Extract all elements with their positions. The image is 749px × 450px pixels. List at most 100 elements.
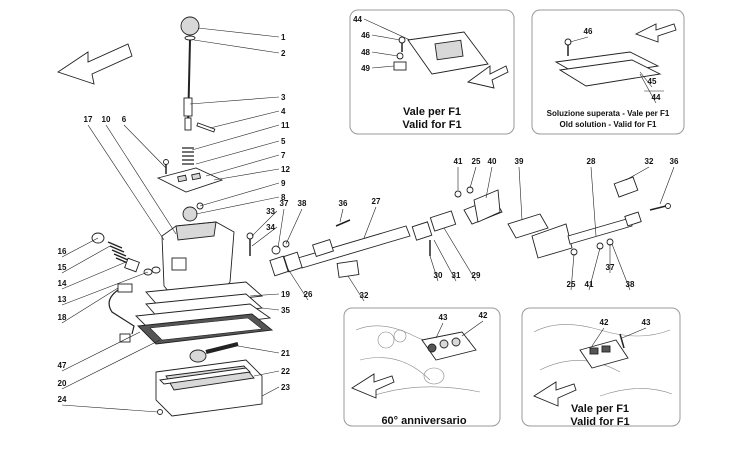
leader-line	[339, 208, 344, 223]
direction-arrow-icon	[56, 43, 133, 85]
inset-part-callout: 44	[652, 93, 661, 102]
part-callout: 15	[58, 263, 67, 272]
inset-old-solution: Soluzione superata - Vale per F1 Old sol…	[531, 9, 685, 135]
part-callout: 36	[670, 157, 679, 166]
inset-part-callout: 46	[361, 31, 370, 40]
leader-line	[61, 404, 159, 413]
part-callout: 26	[304, 290, 313, 299]
leader-line	[251, 210, 278, 237]
leader-line	[639, 73, 657, 104]
leader-line	[253, 370, 280, 377]
inset-part-callout: 49	[361, 64, 370, 73]
leader-line	[371, 34, 401, 41]
part-callout: 4	[281, 107, 286, 116]
part-callout: 12	[281, 165, 290, 174]
part-callout: 33	[266, 207, 275, 216]
leader-line	[469, 166, 477, 189]
leader-line	[435, 322, 444, 339]
inset-caption-line1: 60° anniversario	[381, 415, 466, 427]
part-callout: 37	[280, 199, 289, 208]
leader-line	[61, 331, 141, 372]
part-callout: 7	[281, 151, 286, 160]
part-callout: 5	[281, 137, 286, 146]
leader-line	[591, 327, 605, 347]
part-callout: 8	[281, 193, 286, 202]
part-callout: 30	[434, 271, 443, 280]
part-callout: 3	[281, 93, 286, 102]
inset-f1-console: Vale per F1 Valid for F1	[521, 307, 681, 428]
leader-line	[363, 18, 411, 41]
leader-line	[251, 226, 278, 247]
part-callout: 32	[360, 291, 369, 300]
gear-lever-assembly	[91, 16, 274, 417]
leader-line	[347, 275, 365, 302]
inset-part-callout: 42	[600, 318, 609, 327]
leader-line	[639, 71, 653, 88]
part-callout: 47	[58, 361, 67, 370]
inset-part-callout: 43	[439, 313, 448, 322]
leader-line	[123, 124, 167, 169]
part-callout: 13	[58, 295, 67, 304]
leader-line	[363, 206, 377, 239]
inset-part-callout: 45	[648, 77, 657, 86]
part-callout: 17	[84, 115, 93, 124]
part-callout: 1	[281, 33, 286, 42]
part-callout: 39	[515, 157, 524, 166]
leader-line	[189, 96, 280, 105]
inset-part-callout: 48	[361, 48, 370, 57]
part-callout: 9	[281, 179, 286, 188]
leader-line	[429, 255, 439, 282]
part-callout: 28	[587, 157, 596, 166]
leader-line	[371, 51, 399, 57]
leader-line	[195, 140, 280, 165]
leader-line	[197, 27, 280, 38]
part-callout: 41	[454, 157, 463, 166]
leader-line	[461, 320, 484, 337]
leader-line	[193, 39, 280, 54]
part-callout: 38	[298, 199, 307, 208]
inset-caption-line2: Old solution - Valid for F1	[560, 120, 657, 129]
part-callout: 14	[58, 279, 67, 288]
leader-line	[261, 307, 280, 311]
leader-line	[569, 36, 589, 43]
part-callout: 27	[372, 197, 381, 206]
inset-caption-line1: Vale per F1	[571, 403, 629, 415]
leader-line	[443, 227, 477, 282]
leader-line	[195, 196, 280, 215]
leader-line	[199, 182, 280, 207]
leader-line	[249, 293, 280, 297]
inset-f1-plate: Vale per F1 Valid for F1	[349, 9, 515, 135]
part-callout: 40	[488, 157, 497, 166]
leader-line	[621, 327, 647, 339]
part-callout: 38	[626, 280, 635, 289]
leader-line	[518, 166, 523, 221]
inset-caption-line2: Valid for F1	[570, 416, 629, 428]
inset-part-callout: 42	[479, 311, 488, 320]
part-callout: 25	[567, 280, 576, 289]
part-callout: 19	[281, 290, 290, 299]
leader-line	[237, 345, 280, 354]
leader-line	[61, 261, 127, 290]
inset-caption-line2: Valid for F1	[402, 119, 461, 131]
leader-line	[285, 265, 309, 301]
part-callout: 34	[266, 223, 275, 232]
inset-part-callout: 43	[642, 318, 651, 327]
part-callout: 10	[102, 115, 111, 124]
part-callout: 6	[122, 115, 127, 124]
leader-line	[61, 271, 149, 306]
part-callout: 35	[281, 306, 290, 315]
inset-60-anniversary: 60° anniversario	[343, 307, 501, 427]
inset-caption-line1: Vale per F1	[403, 106, 461, 118]
leader-line	[261, 386, 280, 397]
leader-line	[61, 339, 161, 390]
leader-line	[625, 166, 650, 181]
leader-line	[285, 208, 303, 245]
leader-line	[433, 239, 457, 282]
leader-line	[61, 245, 111, 274]
part-callout: 31	[452, 271, 461, 280]
leader-line	[659, 166, 675, 205]
part-callout: 25	[472, 157, 481, 166]
part-callout: 41	[585, 280, 594, 289]
part-callout: 24	[58, 395, 67, 404]
